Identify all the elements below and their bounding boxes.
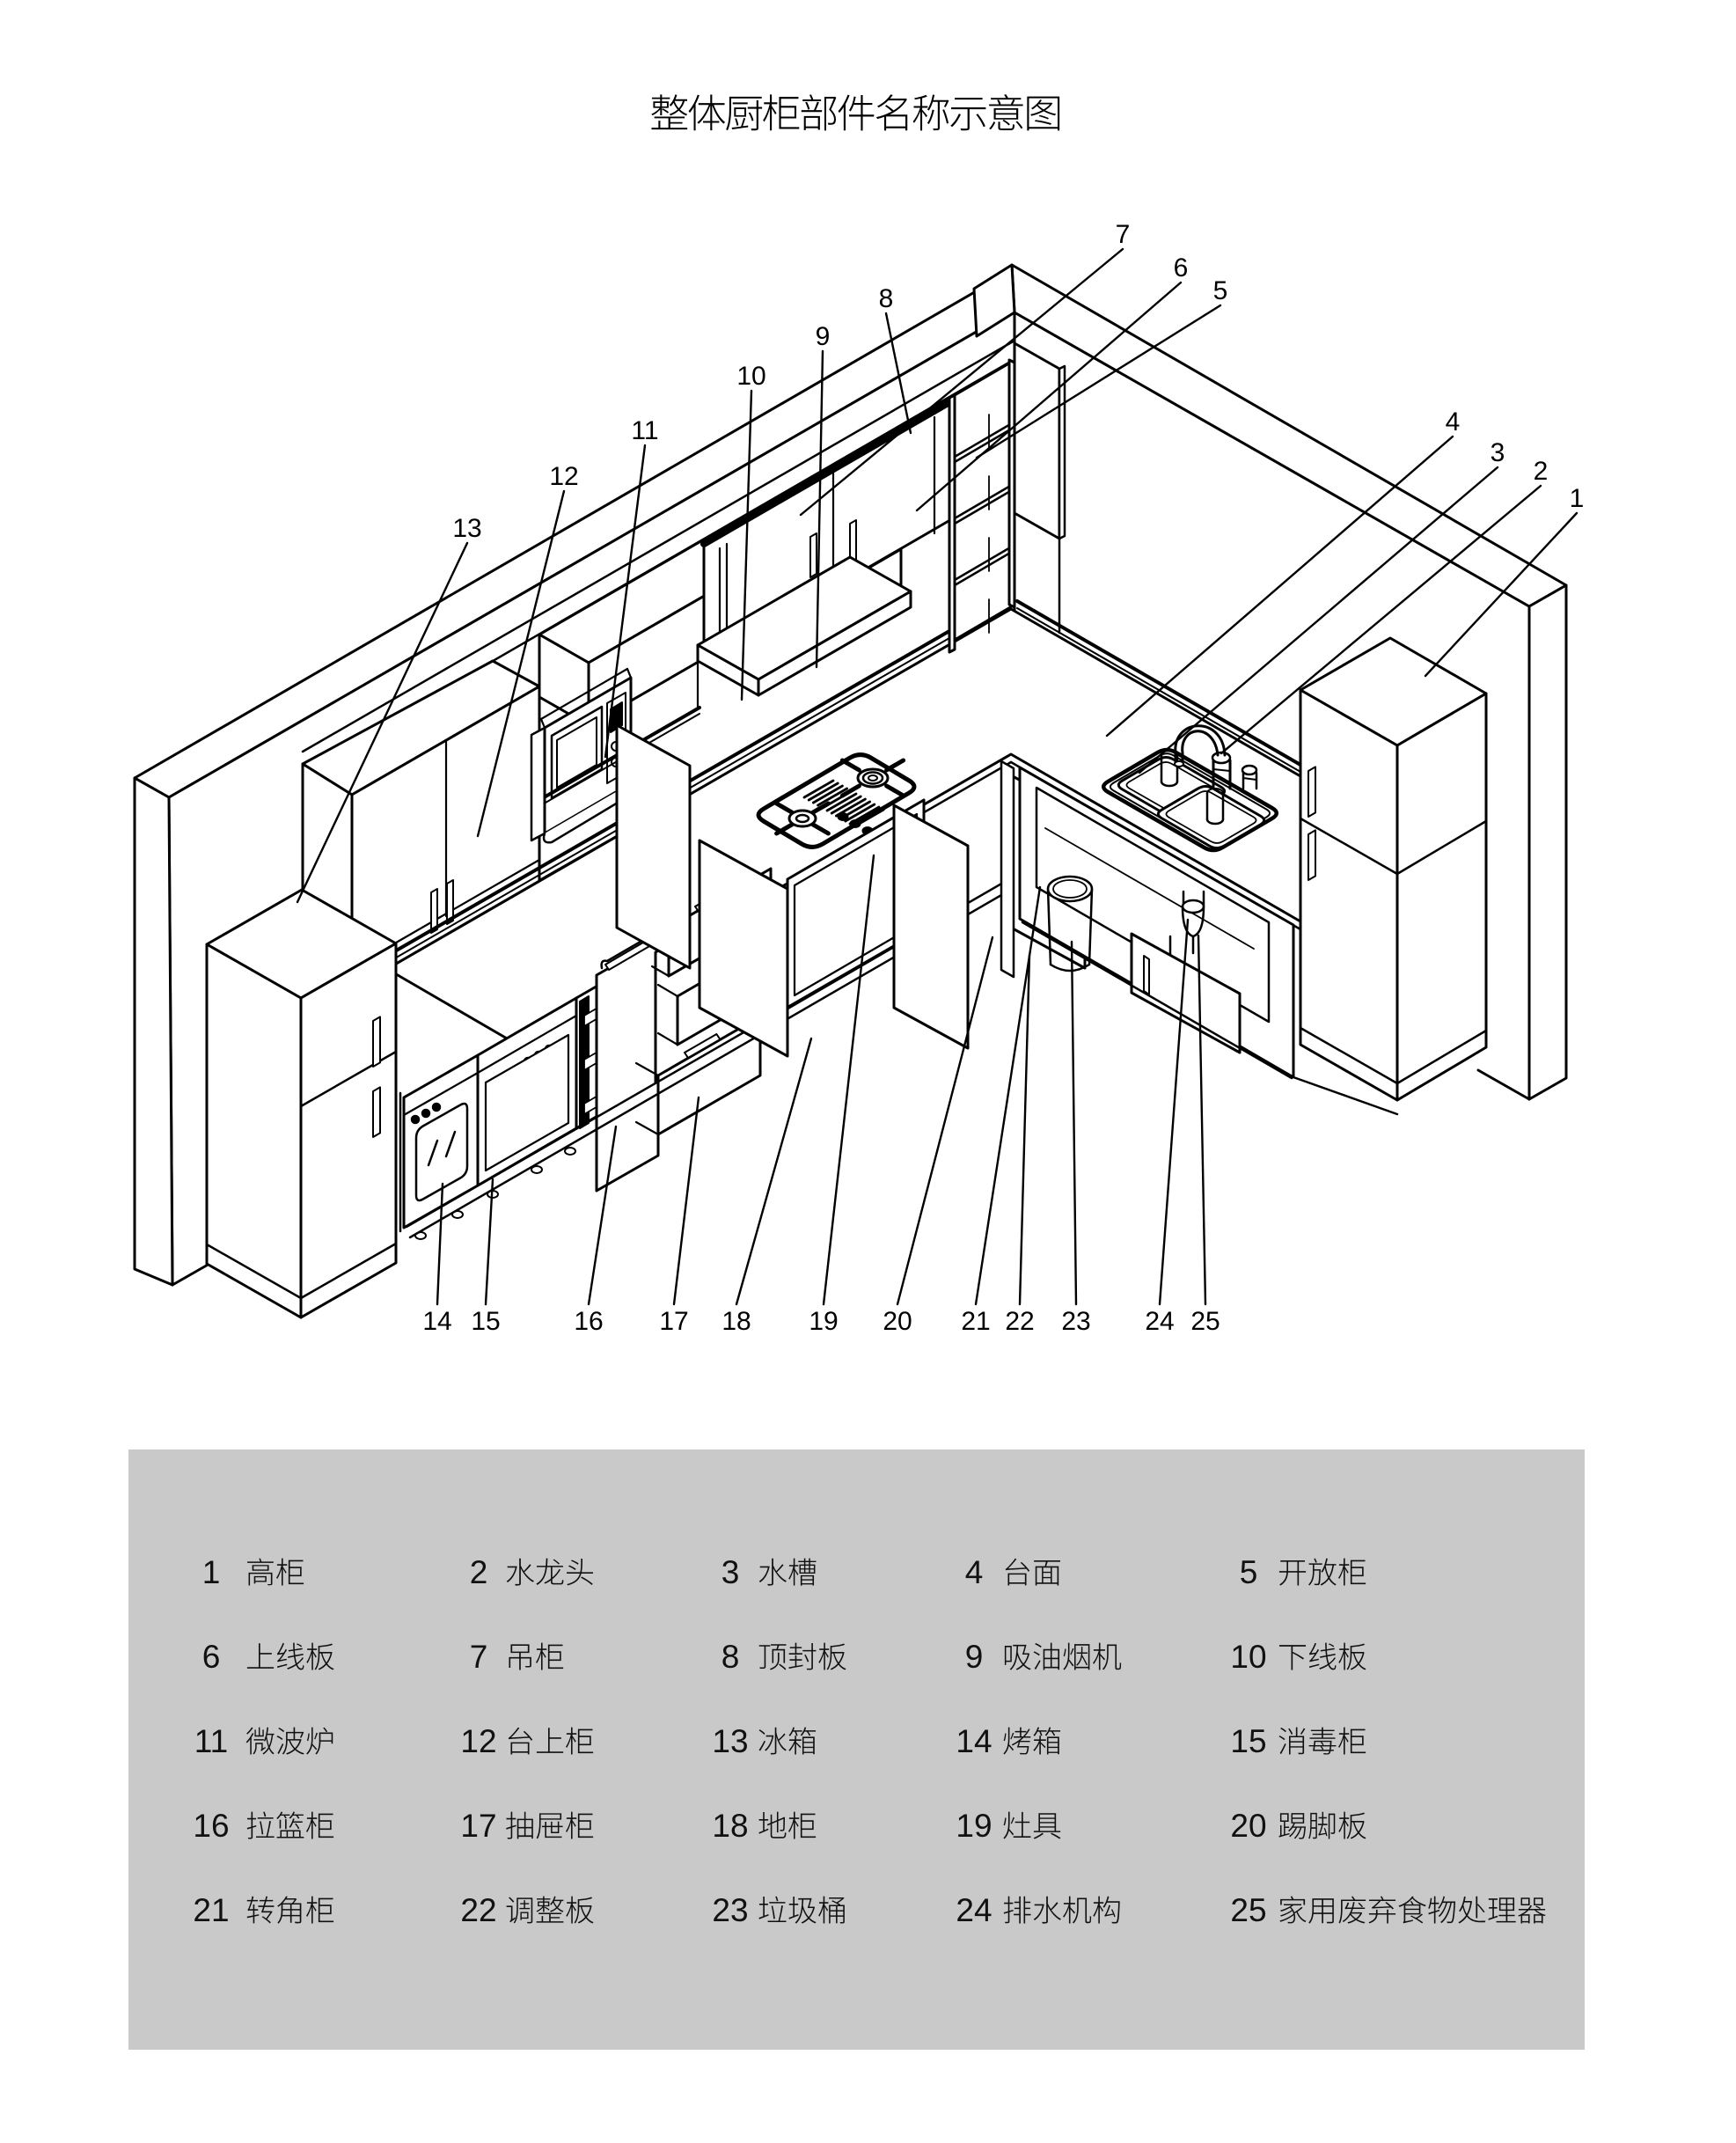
svg-text:14: 14 bbox=[956, 1723, 992, 1759]
svg-text:12: 12 bbox=[460, 1723, 496, 1759]
svg-text:10: 10 bbox=[736, 362, 765, 391]
svg-text:5: 5 bbox=[1213, 276, 1228, 305]
svg-text:22: 22 bbox=[460, 1892, 496, 1928]
svg-text:13: 13 bbox=[712, 1723, 748, 1759]
svg-text:16: 16 bbox=[574, 1307, 603, 1336]
svg-text:7: 7 bbox=[470, 1639, 488, 1675]
svg-text:7: 7 bbox=[1116, 220, 1131, 249]
svg-text:20: 20 bbox=[883, 1307, 912, 1336]
svg-text:16: 16 bbox=[193, 1808, 229, 1844]
svg-text:13: 13 bbox=[452, 514, 481, 543]
svg-text:1: 1 bbox=[202, 1554, 221, 1590]
svg-text:3: 3 bbox=[722, 1554, 740, 1590]
svg-text:5: 5 bbox=[1240, 1554, 1258, 1590]
svg-text:15: 15 bbox=[1230, 1723, 1266, 1759]
svg-text:18: 18 bbox=[722, 1307, 751, 1336]
svg-text:24: 24 bbox=[1145, 1307, 1174, 1336]
svg-text:4: 4 bbox=[1446, 407, 1461, 437]
svg-text:11: 11 bbox=[194, 1723, 228, 1759]
svg-text:20: 20 bbox=[1230, 1808, 1266, 1844]
svg-text:14: 14 bbox=[422, 1307, 451, 1336]
svg-text:15: 15 bbox=[471, 1307, 500, 1336]
svg-text:10: 10 bbox=[1230, 1639, 1266, 1675]
svg-text:11: 11 bbox=[631, 416, 658, 445]
svg-text:19: 19 bbox=[956, 1808, 992, 1844]
svg-text:21: 21 bbox=[961, 1307, 990, 1336]
svg-text:25: 25 bbox=[1230, 1892, 1266, 1928]
svg-text:1: 1 bbox=[1570, 484, 1585, 513]
svg-text:9: 9 bbox=[965, 1639, 984, 1675]
svg-text:25: 25 bbox=[1190, 1307, 1220, 1336]
svg-text:2: 2 bbox=[470, 1554, 488, 1590]
svg-text:6: 6 bbox=[202, 1639, 221, 1675]
svg-text:3: 3 bbox=[1491, 438, 1505, 467]
svg-text:17: 17 bbox=[460, 1808, 496, 1844]
svg-text:19: 19 bbox=[809, 1307, 838, 1336]
svg-text:18: 18 bbox=[712, 1808, 748, 1844]
svg-text:9: 9 bbox=[816, 322, 831, 351]
svg-text:17: 17 bbox=[659, 1307, 688, 1336]
svg-text:2: 2 bbox=[1534, 457, 1549, 486]
svg-text:12: 12 bbox=[549, 462, 578, 491]
svg-text:21: 21 bbox=[193, 1892, 229, 1928]
svg-text:6: 6 bbox=[1174, 253, 1189, 283]
svg-text:23: 23 bbox=[712, 1892, 748, 1928]
svg-text:4: 4 bbox=[965, 1554, 984, 1590]
svg-text:23: 23 bbox=[1061, 1307, 1090, 1336]
svg-text:8: 8 bbox=[879, 284, 894, 313]
svg-text:8: 8 bbox=[722, 1639, 740, 1675]
svg-text:22: 22 bbox=[1005, 1307, 1034, 1336]
svg-text:24: 24 bbox=[956, 1892, 992, 1928]
